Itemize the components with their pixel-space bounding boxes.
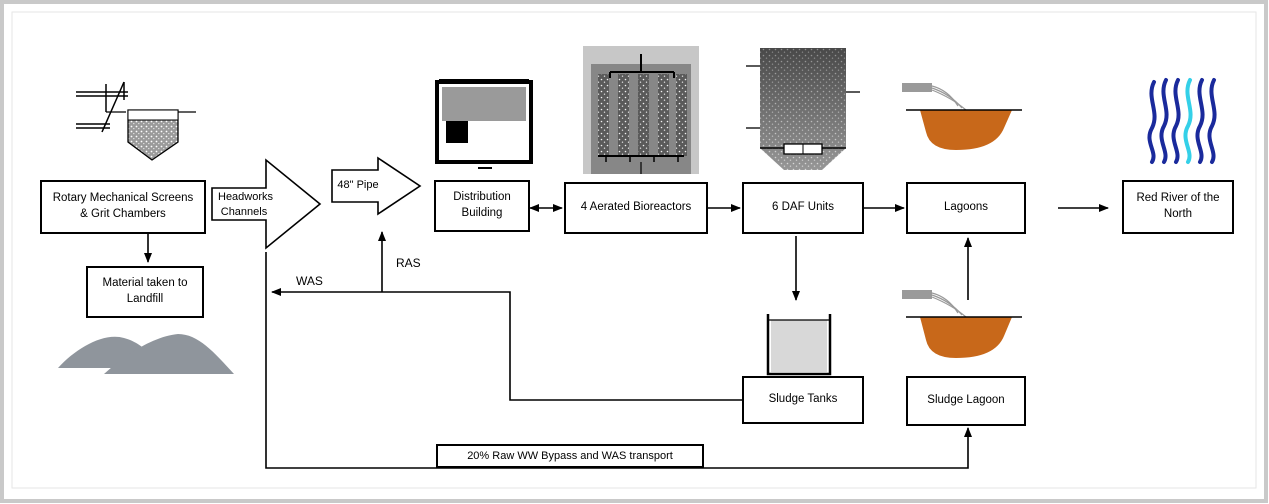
ras-label: RAS: [396, 256, 421, 270]
was-label: WAS: [296, 274, 323, 288]
bioreactors-box: 4 Aerated Bioreactors: [564, 182, 708, 234]
flow-connectors: [144, 204, 1109, 469]
screen-grit-chamber-icon: [76, 81, 196, 161]
daf-unit-icon: [746, 48, 860, 170]
distribution-box: Distribution Building: [434, 180, 530, 232]
bioreactor-icon: [583, 46, 699, 174]
landfill-mounds-icon: [58, 334, 234, 374]
headworks-label: Headworks Channels: [218, 191, 274, 219]
landfill-box: Material taken to Landfill: [86, 266, 204, 318]
was-return-line: [271, 288, 742, 401]
bypass-box: 20% Raw WW Bypass and WAS transport: [436, 444, 704, 468]
sludge-tanks-box: Sludge Tanks: [742, 376, 864, 424]
pipe-label: 48" Pipe: [337, 179, 379, 191]
sludge-lagoon-icon: [902, 290, 1022, 358]
river-box: Red River of the North: [1122, 180, 1234, 234]
screens-grit-box: Rotary Mechanical Screens & Grit Chamber…: [40, 180, 206, 234]
river-icon: [1147, 78, 1217, 164]
bypass-line: [265, 252, 972, 469]
pipe-arrow: [331, 156, 422, 216]
daf-box: 6 DAF Units: [742, 182, 864, 234]
lagoon-icon: [902, 83, 1022, 150]
headworks-arrow: [211, 158, 322, 250]
lagoons-box: Lagoons: [906, 182, 1026, 234]
sludge-tank-icon: [766, 314, 832, 376]
sludge-lagoon-box: Sludge Lagoon: [906, 376, 1026, 426]
distribution-building-icon: [435, 79, 533, 169]
